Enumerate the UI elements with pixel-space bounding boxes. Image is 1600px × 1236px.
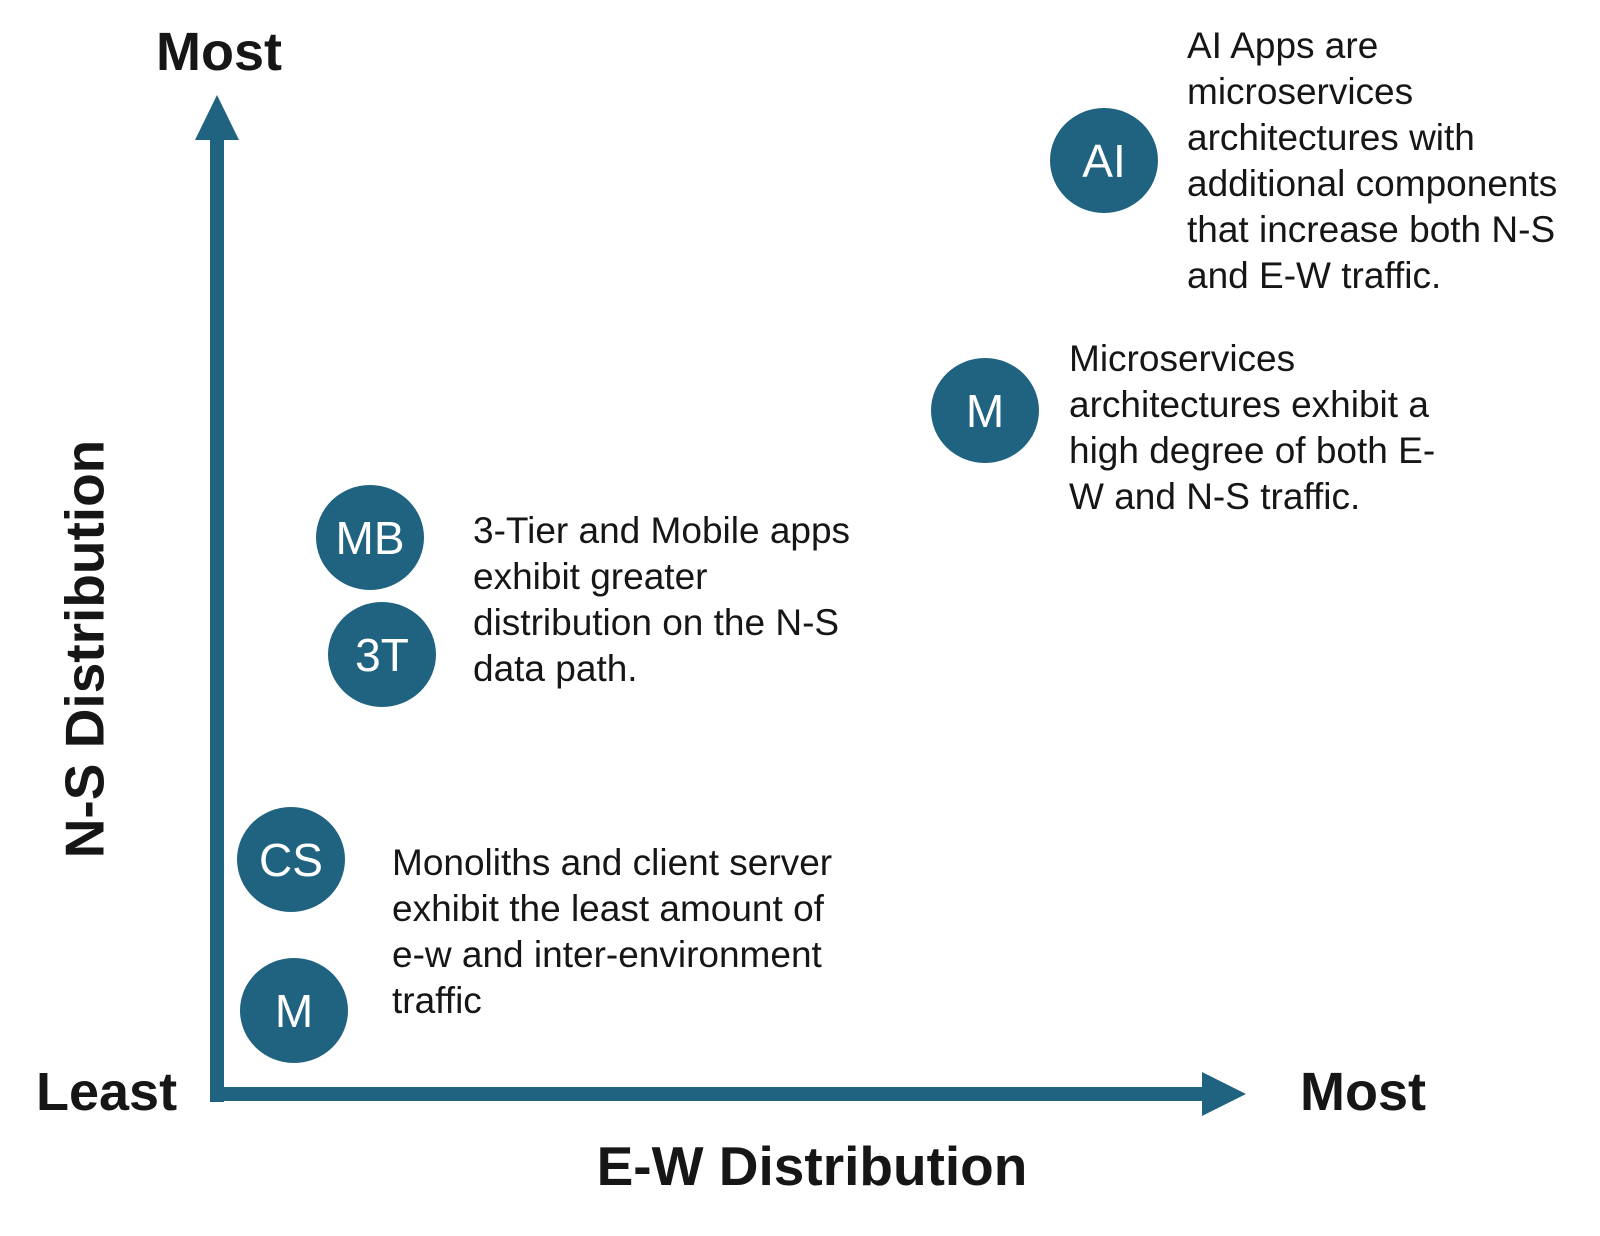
x-axis-line xyxy=(210,1087,1203,1101)
node-client-server: CS xyxy=(237,807,345,912)
y-axis-least-label: Least xyxy=(36,1062,178,1122)
x-axis-arrowhead-icon xyxy=(1202,1072,1246,1116)
node-monolith-label: M xyxy=(274,984,314,1037)
node-3tier: 3T xyxy=(328,602,436,707)
y-axis-most-label: Most xyxy=(156,22,282,82)
node-mobile: MB xyxy=(316,485,424,590)
node-microservices: M xyxy=(931,358,1039,463)
annotation-ai-apps: AI Apps are microservices architectures … xyxy=(1187,25,1558,296)
y-axis-line xyxy=(210,135,224,1102)
annotation-microservices: Microservices architectures exhibit a hi… xyxy=(1069,338,1436,517)
node-monolith: M xyxy=(240,958,348,1063)
node-mobile-label: MB xyxy=(335,511,405,564)
y-axis-title: N-S Distribution xyxy=(53,439,116,859)
node-microservices-label: M xyxy=(965,384,1005,437)
node-3tier-label: 3T xyxy=(355,628,409,681)
node-ai: AI xyxy=(1050,108,1158,213)
y-axis-arrowhead-icon xyxy=(195,95,239,140)
annotation-tier-mobile: 3-Tier and Mobile apps exhibit greater d… xyxy=(473,510,851,689)
node-client-server-label: CS xyxy=(259,833,323,886)
x-axis-most-label: Most xyxy=(1300,1062,1426,1122)
node-ai-label: AI xyxy=(1082,134,1126,187)
annotation-monolith-cs: Monoliths and client server exhibit the … xyxy=(392,842,833,1021)
x-axis-title: E-W Distribution xyxy=(596,1135,1028,1197)
